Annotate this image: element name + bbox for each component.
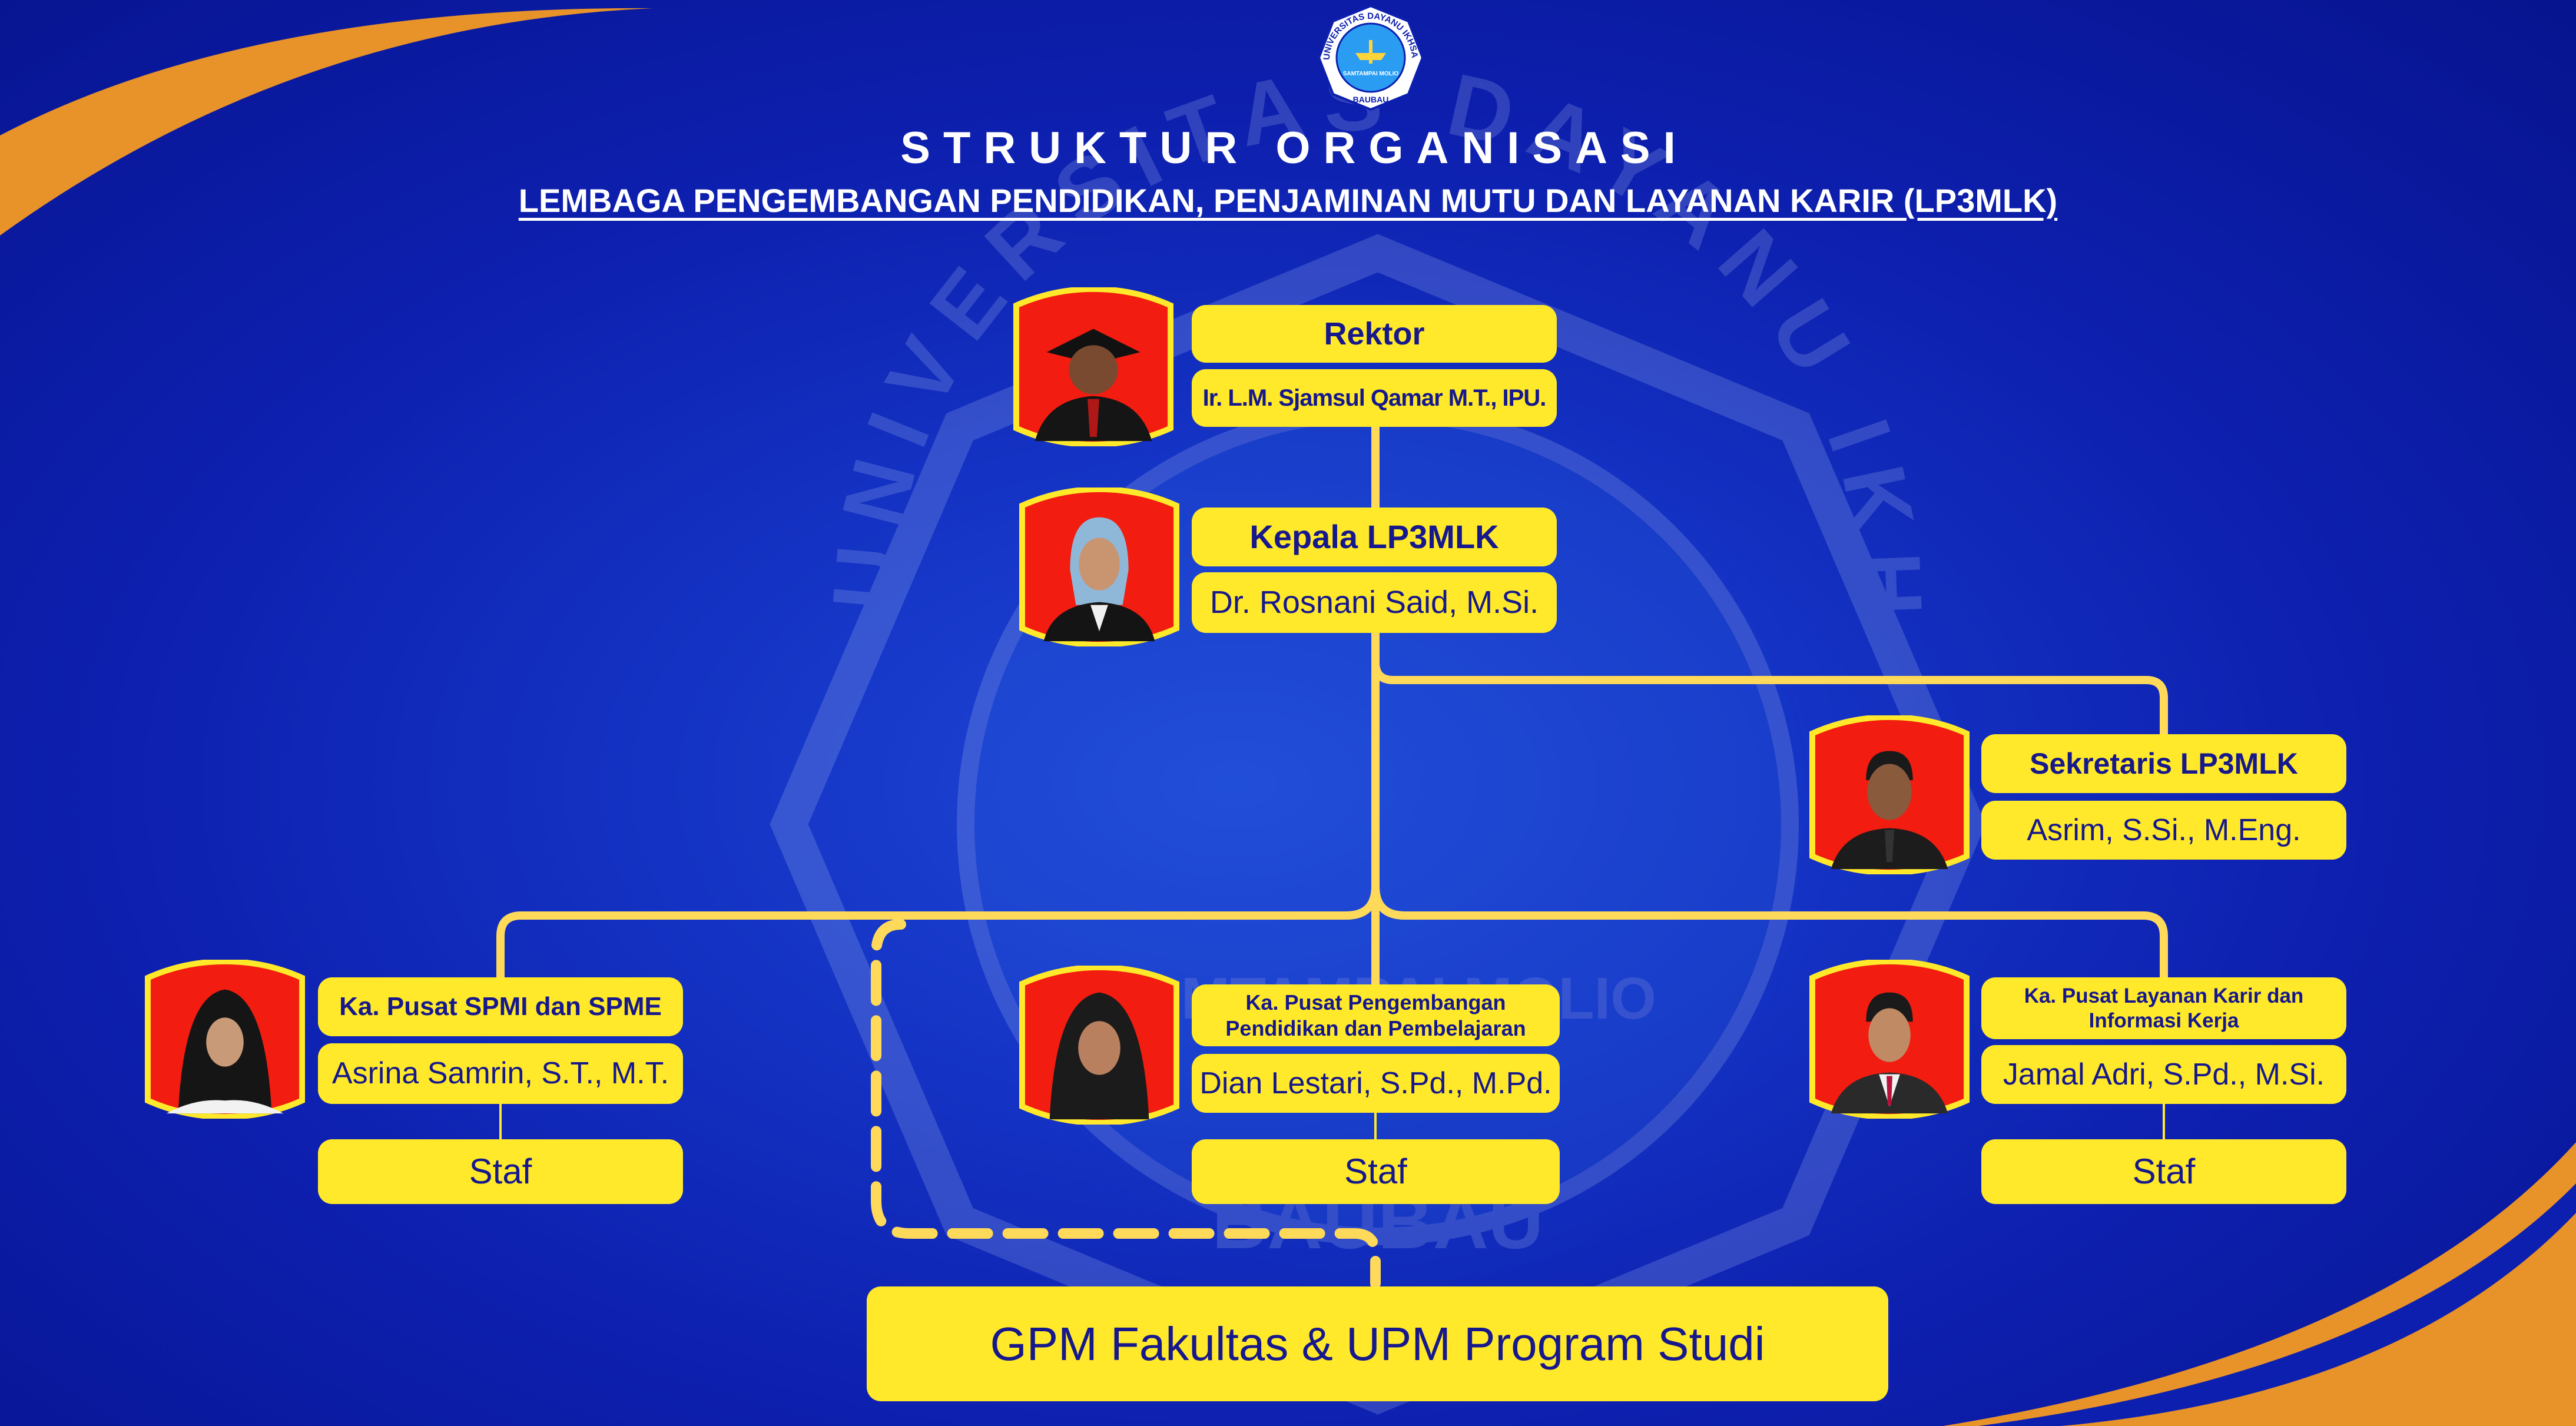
spmi-title: Ka. Pusat SPMI dan SPME <box>318 977 683 1036</box>
spmi-staff: Staf <box>318 1139 683 1204</box>
p3-name: Dian Lestari, S.Pd., M.Pd. <box>1192 1054 1560 1113</box>
rektor-photo <box>1012 287 1175 446</box>
karir-title: Ka. Pusat Layanan Karir dan Informasi Ke… <box>1981 977 2346 1039</box>
rektor-title: Rektor <box>1192 305 1557 363</box>
p3-title: Ka. Pusat Pengembangan Pendidikan dan Pe… <box>1192 984 1560 1046</box>
kepala-photo <box>1017 488 1181 646</box>
spmi-photo <box>143 960 307 1119</box>
gpm-dashed-connector <box>871 919 1381 1289</box>
bottom-right-swoosh-inner <box>1978 1183 2576 1426</box>
university-logo: UNIVERSITAS DAYANU IKHSANUDDIN SAMTAMPAI… <box>1314 0 1425 112</box>
karir-photo <box>1808 960 1971 1119</box>
karir-staff: Staf <box>1981 1139 2346 1204</box>
kepala-title: Kepala LP3MLK <box>1192 508 1557 566</box>
org-connectors <box>496 423 2168 990</box>
page-subtitle: LEMBAGA PENGEMBANGAN PENDIDIKAN, PENJAMI… <box>518 182 2058 219</box>
sekretaris-title: Sekretaris LP3MLK <box>1981 734 2346 793</box>
p3-staff: Staf <box>1192 1139 1560 1204</box>
rektor-name: Ir. L.M. Sjamsul Qamar M.T., IPU. <box>1192 369 1557 427</box>
bottom-right-swoosh <box>1943 1142 2576 1426</box>
sekretaris-photo <box>1808 715 1971 874</box>
top-left-swoosh <box>0 8 654 236</box>
spmi-name: Asrina Samrin, S.T., M.T. <box>318 1043 683 1104</box>
kepala-name: Dr. Rosnani Said, M.Si. <box>1192 572 1557 633</box>
gpm-box: GPM Fakultas & UPM Program Studi <box>867 1286 1888 1401</box>
logo-motto: SAMTAMPAI MOLIO <box>1343 71 1399 77</box>
staff-connectors <box>499 1104 2165 1139</box>
sekretaris-name: Asrim, S.Si., M.Eng. <box>1981 801 2346 860</box>
p3-photo <box>1017 966 1181 1125</box>
karir-name: Jamal Adri, S.Pd., M.Si. <box>1981 1045 2346 1104</box>
page-title: STRUKTUR ORGANISASI <box>900 123 1689 173</box>
logo-city: BAUBAU <box>1353 95 1389 104</box>
